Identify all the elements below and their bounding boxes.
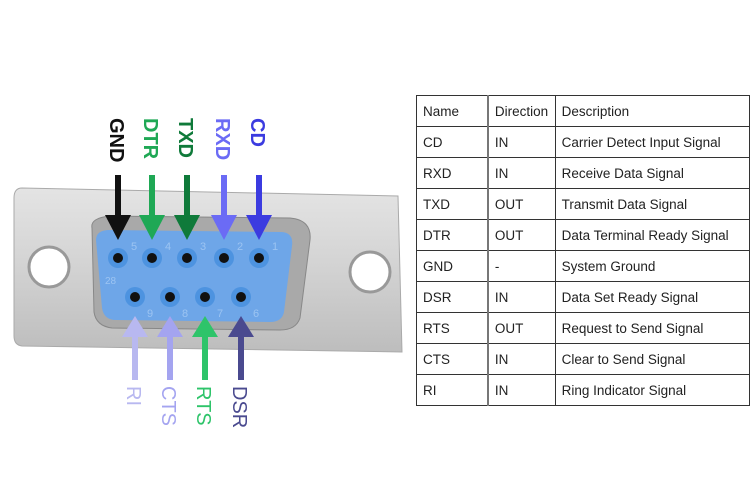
- pin-6: 6: [231, 287, 259, 320]
- pin-label: RTS: [192, 386, 214, 426]
- pin-number: 5: [131, 241, 137, 253]
- pin-number: 8: [182, 308, 188, 320]
- table-cell: OUT: [486, 188, 556, 220]
- table-cell: Carrier Detect Input Signal: [554, 126, 750, 158]
- table-cell: IN: [486, 281, 556, 313]
- table-cell: TXD: [415, 188, 489, 220]
- column-header: Direction: [486, 95, 556, 127]
- pin-label: CTS: [157, 386, 179, 426]
- pin-label: CD: [246, 118, 268, 147]
- arrow-dtr: DTR: [139, 118, 165, 240]
- table-cell: CD: [415, 126, 489, 158]
- pin-8: 8: [160, 287, 188, 320]
- arrow-rxd: RXD: [211, 118, 237, 240]
- pin-9: 9: [125, 287, 153, 320]
- table-cell: DSR: [415, 281, 489, 313]
- table-cell: Receive Data Signal: [554, 157, 750, 189]
- table-cell: IN: [486, 343, 556, 375]
- pin-7: 7: [195, 287, 223, 320]
- pin-number: 9: [147, 308, 153, 320]
- pin-number: 1: [272, 241, 278, 253]
- table-cell: OUT: [486, 312, 556, 344]
- pin-number: 3: [200, 241, 206, 253]
- table-cell: OUT: [486, 219, 556, 251]
- mount-hole-left: [27, 245, 71, 289]
- connector-insulator: [96, 230, 293, 322]
- db9-connector-diagram: 5 4 3 2 1 9 8 7 6 28 GND DTR TXD RXD CD RI CTS RTS DSR: [13, 118, 403, 428]
- pin-number: 7: [217, 308, 223, 320]
- table-cell: Data Terminal Ready Signal: [554, 219, 750, 251]
- pin-number: 2: [237, 241, 243, 253]
- arrow-dsr: DSR: [228, 316, 254, 428]
- table-cell: RI: [415, 374, 489, 406]
- pin-label: GND: [105, 118, 127, 162]
- pin-label: TXD: [174, 118, 196, 158]
- pin-number: 4: [165, 241, 171, 253]
- table-cell: RTS: [415, 312, 489, 344]
- mount-hole-right: [348, 250, 392, 294]
- table-cell: RXD: [415, 157, 489, 189]
- table-cell: -: [486, 250, 556, 282]
- table-cell: CTS: [415, 343, 489, 375]
- table-cell: Request to Send Signal: [554, 312, 750, 344]
- pin-number: 6: [253, 308, 259, 320]
- table-cell: IN: [486, 374, 556, 406]
- arrow-gnd: GND: [105, 118, 131, 240]
- table-cell: Ring Indicator Signal: [554, 374, 750, 406]
- pin-1: 1: [249, 241, 278, 268]
- table-cell: IN: [486, 157, 556, 189]
- table-cell: Data Set Ready Signal: [554, 281, 750, 313]
- table-cell: Clear to Send Signal: [554, 343, 750, 375]
- pin-3: 3: [177, 241, 206, 268]
- connector-marking: 28: [105, 276, 117, 287]
- pin-label: DTR: [139, 118, 161, 160]
- pin-label: RI: [122, 386, 144, 406]
- table-cell: IN: [486, 126, 556, 158]
- column-header: Description: [554, 95, 750, 127]
- arrow-cts: CTS: [157, 316, 183, 426]
- pin-2: 2: [214, 241, 243, 268]
- table-row: GND-System Ground: [415, 250, 750, 282]
- pin-5: 5: [108, 241, 137, 268]
- pin-4: 4: [142, 241, 171, 268]
- column-header: Name: [415, 95, 489, 127]
- table-cell: System Ground: [554, 250, 750, 282]
- arrow-ri: RI: [122, 316, 148, 406]
- arrow-cd: CD: [246, 118, 272, 240]
- table-cell: DTR: [415, 219, 489, 251]
- pin-label: RXD: [211, 118, 233, 160]
- arrow-txd: TXD: [174, 118, 200, 240]
- table-cell: Transmit Data Signal: [554, 188, 750, 220]
- pin-label: DSR: [228, 386, 250, 428]
- arrow-rts: RTS: [192, 316, 218, 426]
- table-cell: GND: [415, 250, 489, 282]
